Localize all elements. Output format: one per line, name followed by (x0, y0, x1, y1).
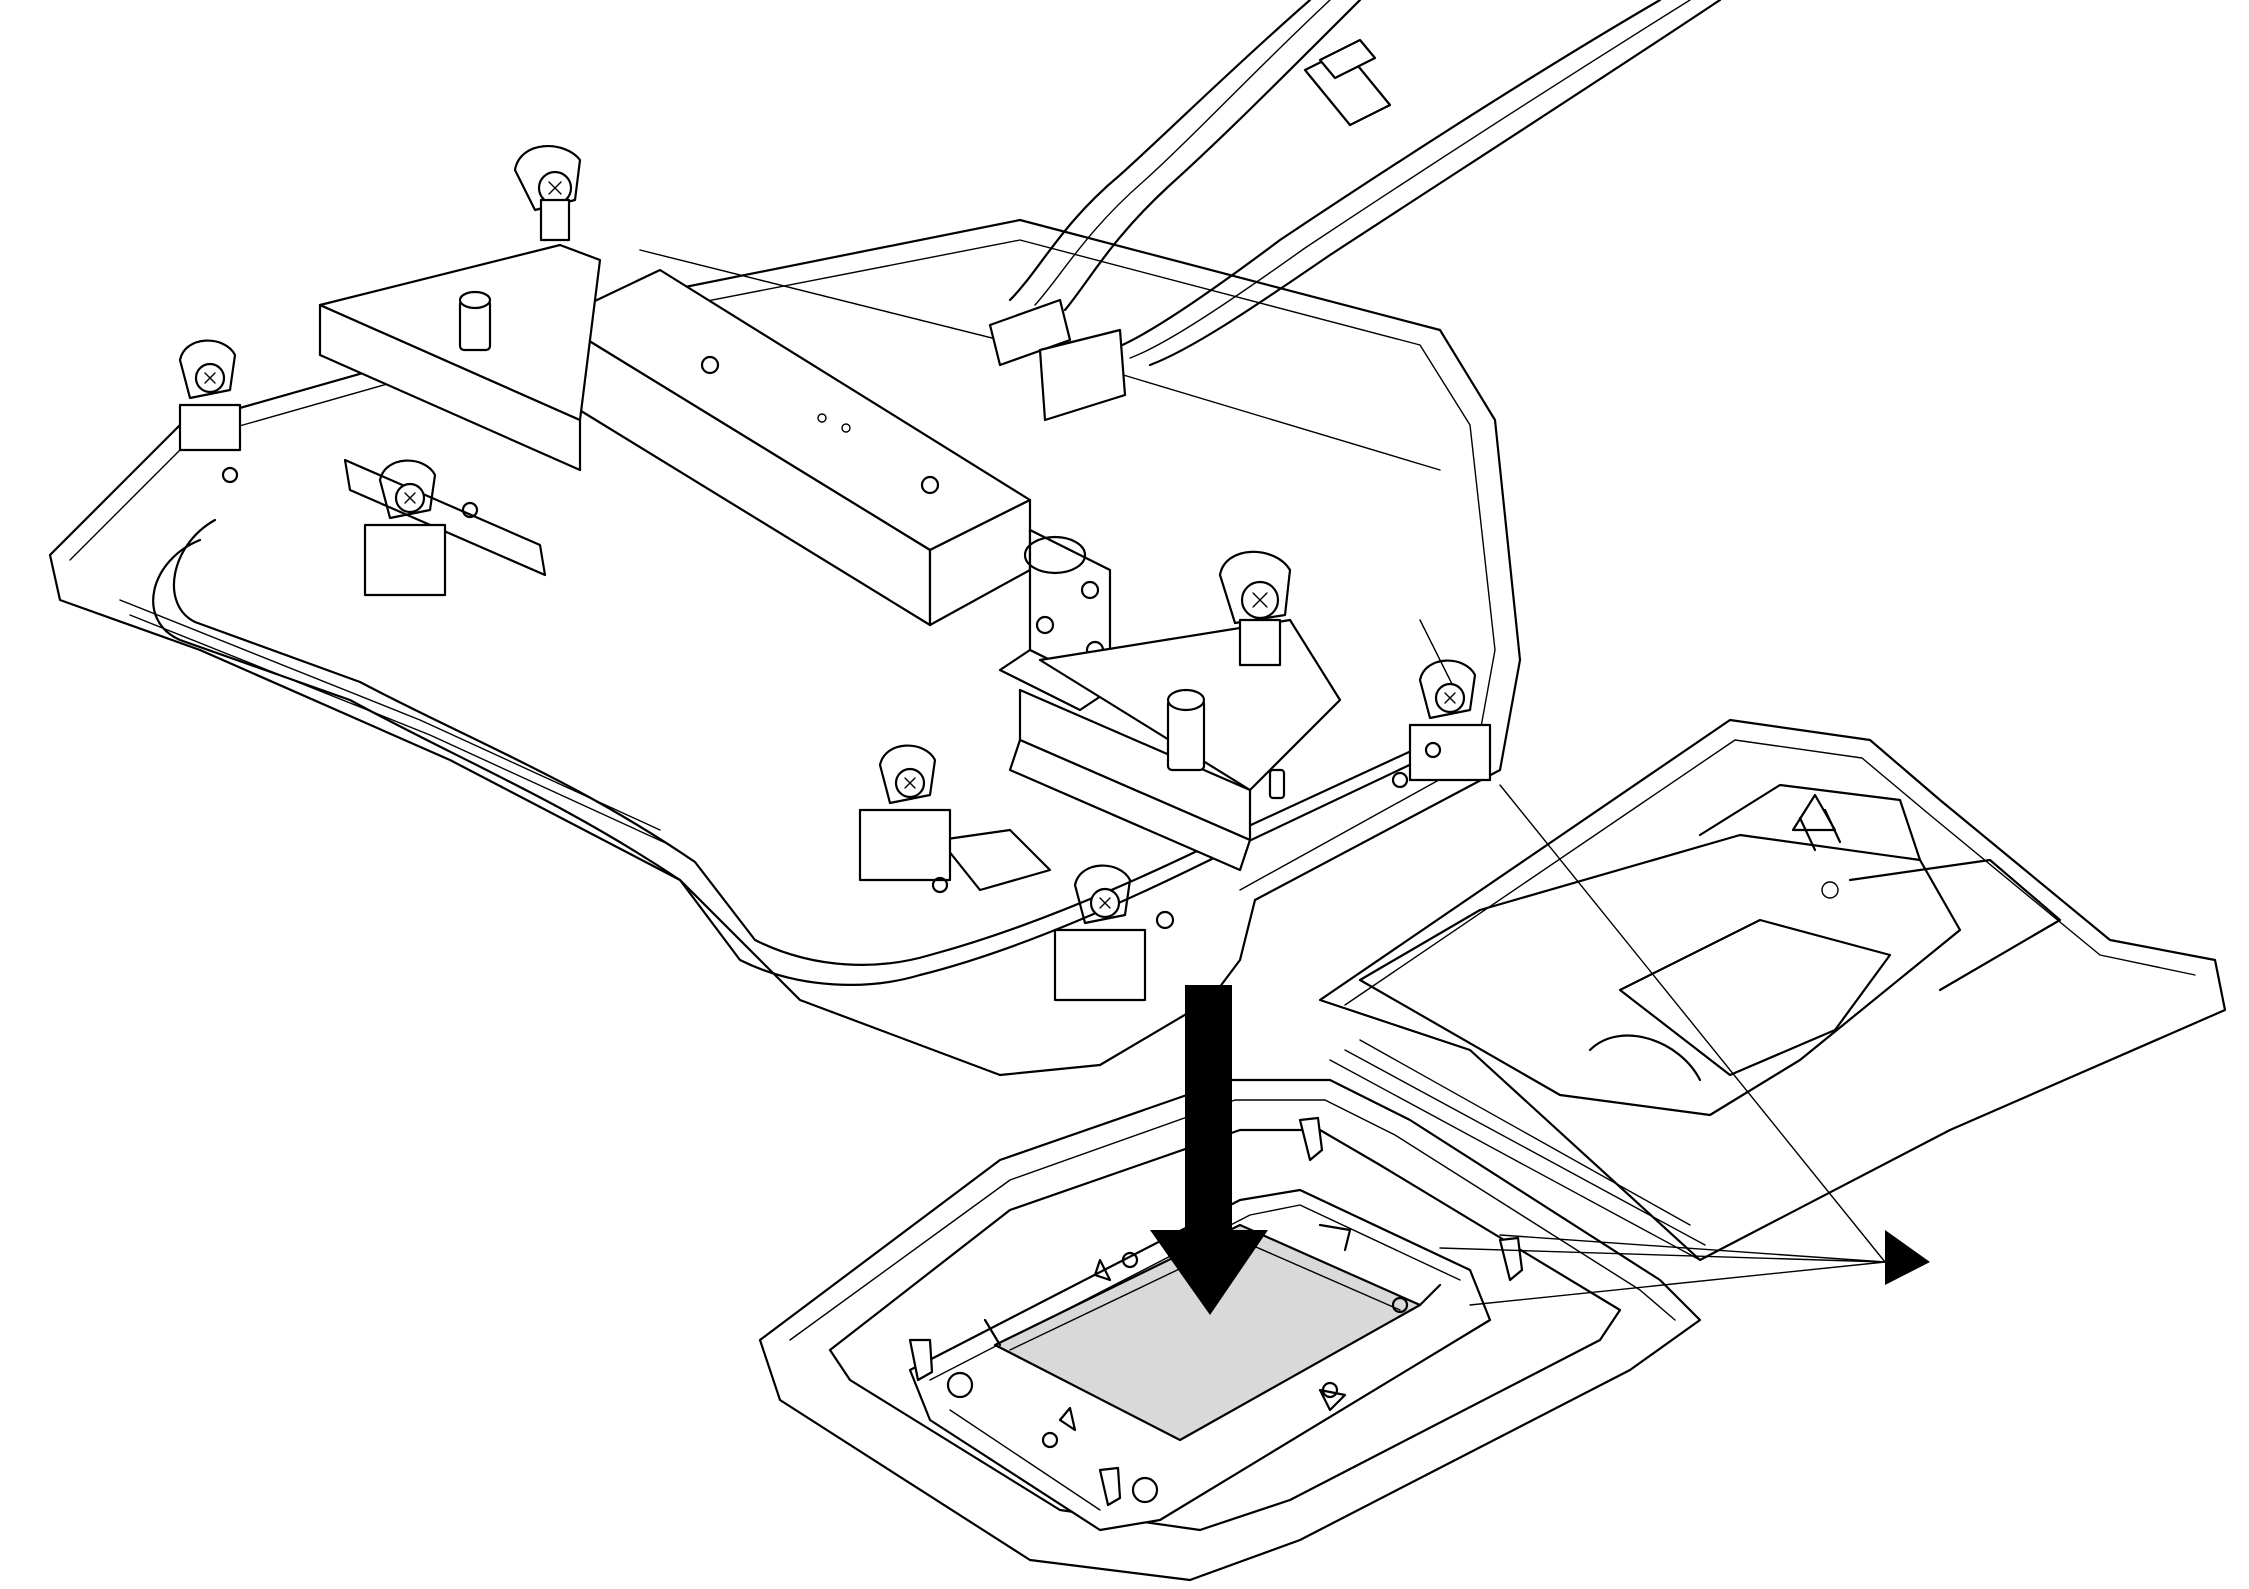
down-arrow-icon (1150, 985, 1268, 1315)
pointer-triangle-icon (1439, 784, 1930, 1306)
heat-sink-body (318, 243, 1342, 892)
shipping-tray (1318, 718, 2227, 1262)
coolant-tubes (1008, 0, 1722, 367)
retention-clips (178, 144, 1492, 1002)
processor-carrier (908, 1116, 1524, 1532)
